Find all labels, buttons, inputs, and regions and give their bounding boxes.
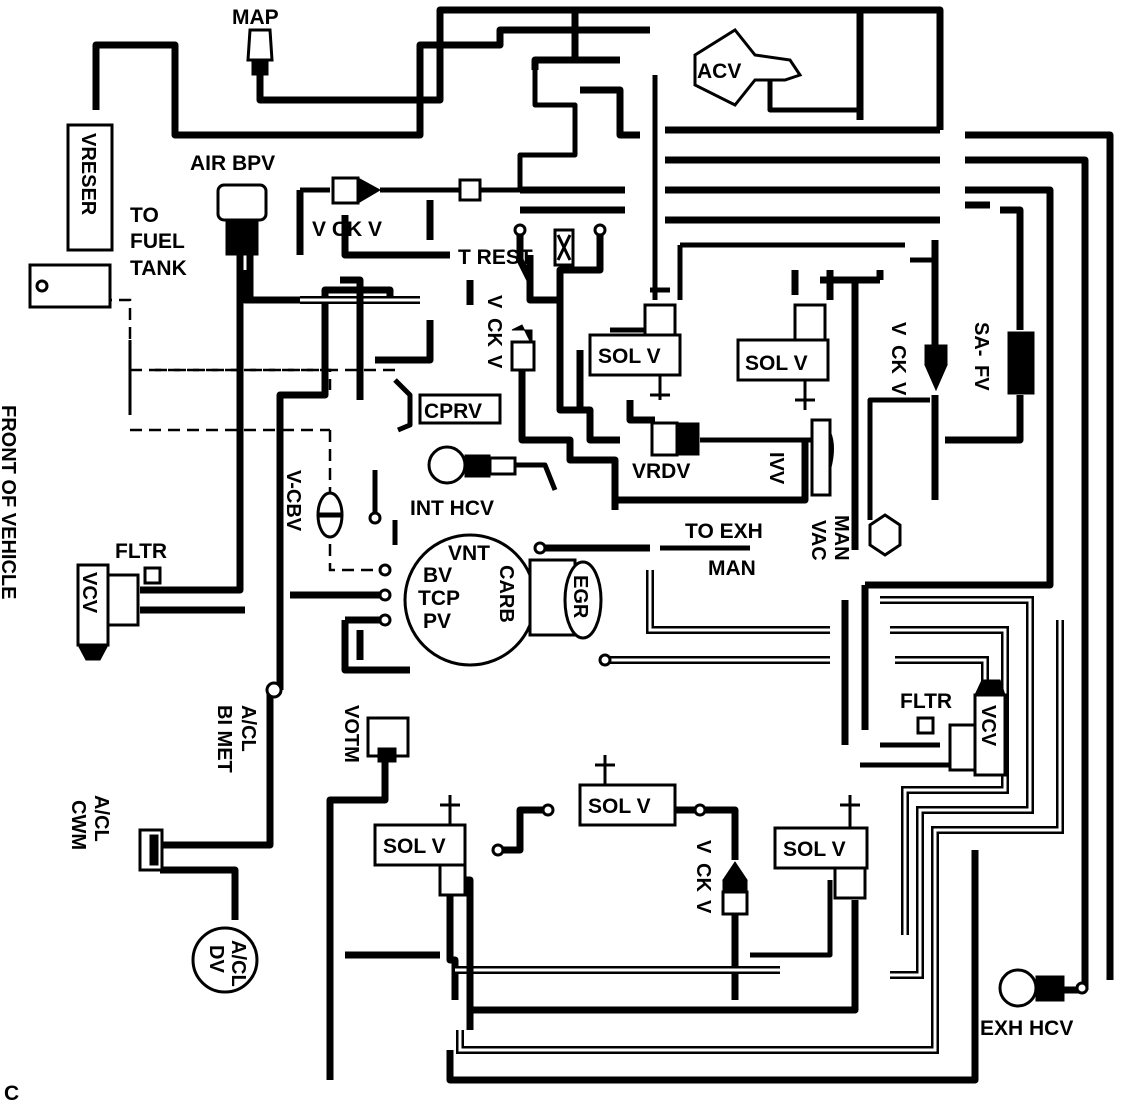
sa-fv-valve: SA- FV bbox=[970, 322, 1035, 395]
vreser-reservoir: VRESER bbox=[66, 123, 114, 252]
vrdv-valve: VRDV bbox=[632, 421, 700, 483]
exh-man-labels: TO EXH MAN MAN VAC bbox=[685, 513, 902, 580]
to-fuel-tank-line2: FUEL bbox=[130, 230, 185, 253]
acl-bimet-line2: BI MET bbox=[213, 705, 235, 773]
t-rest-valve: T REST bbox=[458, 223, 607, 269]
to-fuel-tank-line3: TANK bbox=[130, 257, 187, 280]
carb-port-pv: PV bbox=[423, 610, 451, 633]
v-ck-v-center-line1: V bbox=[483, 295, 505, 309]
front-of-vehicle-label: FRONT OF VEHICLE bbox=[0, 405, 19, 599]
ivv-label: IVV bbox=[765, 452, 787, 485]
v-ck-v-lower-line2: CK bbox=[692, 863, 714, 892]
vreser-label: VRESER bbox=[77, 133, 99, 216]
acv-valve: ACV bbox=[693, 28, 803, 107]
carb-port-bv: BV bbox=[423, 564, 452, 587]
v-ck-v-center-line3: V bbox=[483, 355, 505, 369]
sol-v-left-lower: SOL V bbox=[373, 795, 505, 897]
exh-hcv-valve: EXH HCV bbox=[980, 968, 1089, 1040]
cprv-label: CPRV bbox=[424, 400, 482, 423]
acv-label: ACV bbox=[697, 60, 741, 83]
acl-cwm-line1: A/CL bbox=[90, 795, 112, 842]
sol-v-upper-left-label: SOL V bbox=[598, 345, 661, 368]
acl-cwm: A/CL CWM bbox=[67, 795, 164, 872]
fuel-tank-connector: TO FUEL TANK bbox=[28, 204, 187, 309]
man-vac-line1: MAN bbox=[830, 515, 852, 561]
sol-v-upper-right: SOL V bbox=[736, 303, 830, 410]
map-label: MAP bbox=[232, 6, 279, 29]
vrdv-label: VRDV bbox=[632, 460, 690, 483]
acl-cwm-line2: CWM bbox=[67, 800, 89, 850]
to-fuel-tank-line1: TO bbox=[130, 204, 159, 227]
sol-v-right-lower-label: SOL V bbox=[783, 838, 846, 861]
v-ck-v-right-line2: CK bbox=[887, 345, 909, 374]
carb-port-vnt: VNT bbox=[448, 542, 490, 565]
acl-bimet: A/CL BI MET bbox=[213, 681, 283, 773]
v-ck-v-center-line2: CK bbox=[483, 318, 505, 347]
sa-fv-line1: SA- bbox=[970, 322, 992, 356]
v-ck-v-top-label: V CK V bbox=[312, 218, 382, 241]
carb-label: CARB bbox=[495, 565, 517, 623]
air-bpv-valve: AIR BPV bbox=[190, 152, 275, 256]
egr-valve: EGR bbox=[563, 560, 612, 667]
acl-dv: A/CL DV bbox=[191, 926, 259, 994]
air-bpv-label: AIR BPV bbox=[190, 152, 275, 175]
carb-port-tcp: TCP bbox=[418, 587, 460, 610]
vcv-right: FLTR VCV bbox=[900, 679, 1007, 777]
man-vac-line2: VAC bbox=[807, 520, 829, 561]
check-valve-right: V CK V bbox=[887, 322, 948, 396]
v-ck-v-lower-line1: V bbox=[692, 840, 714, 854]
check-valve-top: V CK V bbox=[312, 176, 482, 241]
cprv-valve: CPRV bbox=[393, 378, 502, 433]
egr-label: EGR bbox=[569, 575, 591, 619]
acl-dv-line1: A/CL bbox=[227, 940, 249, 987]
map-sensor: MAP bbox=[232, 6, 279, 76]
sol-v-center-label: SOL V bbox=[588, 795, 651, 818]
sol-v-center-lower: SOL V bbox=[541, 755, 707, 827]
to-exh-man-line2: MAN bbox=[708, 557, 756, 580]
v-cbv-valve: V-CBV bbox=[282, 470, 382, 539]
carburetor: VNT BV TCP PV CARB bbox=[378, 533, 577, 667]
sa-fv-line2: FV bbox=[970, 365, 992, 391]
ivv-valve: IVV bbox=[765, 418, 834, 497]
v-cbv-label: V-CBV bbox=[282, 470, 304, 532]
int-hcv-label: INT HCV bbox=[410, 497, 494, 520]
vcv-left-label: VCV bbox=[78, 572, 100, 614]
check-valve-lower: V CK V bbox=[692, 840, 749, 916]
acl-bimet-line1: A/CL bbox=[237, 705, 259, 752]
t-rest-label: T REST bbox=[458, 246, 533, 269]
sol-v-right-lower: SOL V bbox=[773, 795, 869, 900]
exh-hcv-label: EXH HCV bbox=[980, 1017, 1073, 1040]
vcv-right-label: VCV bbox=[977, 705, 999, 747]
votm-label: VOTM bbox=[340, 705, 362, 763]
to-exh-man-line1: TO EXH bbox=[685, 520, 763, 543]
check-valve-center: V CK V bbox=[483, 295, 536, 372]
v-ck-v-lower-line3: V bbox=[692, 900, 714, 914]
fltr-left-label: FLTR bbox=[115, 540, 167, 563]
vcv-left: FLTR VCV bbox=[76, 540, 167, 661]
int-hcv-valve: INT HCV bbox=[410, 445, 517, 520]
sol-v-upper-right-label: SOL V bbox=[745, 352, 808, 375]
sol-v-upper-left: SOL V bbox=[588, 303, 682, 400]
vacuum-hoses bbox=[92, 6, 1114, 1084]
acl-dv-line2: DV bbox=[205, 945, 227, 973]
votm-valve: VOTM bbox=[340, 705, 410, 763]
figure-letter: C bbox=[4, 1082, 19, 1104]
v-ck-v-right-line3: V bbox=[887, 382, 909, 396]
v-ck-v-right-line1: V bbox=[887, 322, 909, 336]
fltr-right-label: FLTR bbox=[900, 690, 952, 713]
sol-v-left-lower-label: SOL V bbox=[383, 835, 446, 858]
